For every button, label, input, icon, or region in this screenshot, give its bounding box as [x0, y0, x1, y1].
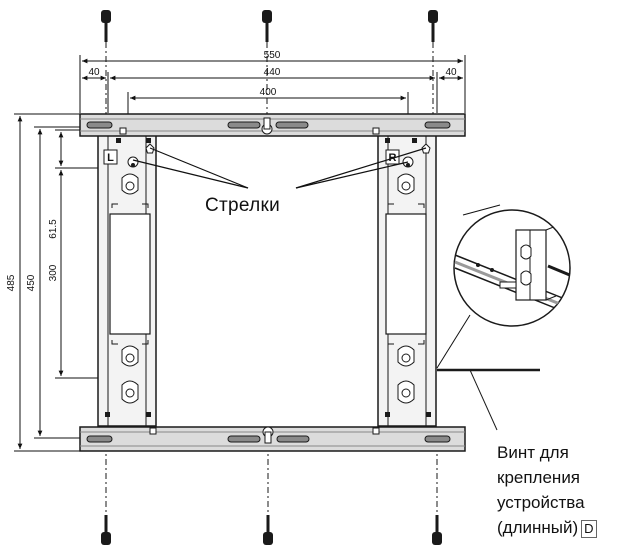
screw-bottom-left: [101, 445, 111, 545]
arrows-leader-lines: [132, 147, 427, 189]
screw-bottom-right: [432, 445, 442, 545]
screw-leader: [437, 368, 540, 431]
magnified-detail: [436, 204, 571, 369]
screw-label-line-1: Винт для: [497, 443, 569, 462]
screw-label: Винт для крепления устройства (длинный)D: [497, 440, 597, 540]
bottom-bracket: [79, 426, 466, 452]
screw-top-center: [262, 10, 272, 118]
left-rail: [97, 127, 157, 427]
dim-right-offset: 40: [445, 67, 457, 78]
screw-label-line-4: (длинный)D: [497, 515, 597, 540]
screw-top-left: [101, 10, 111, 118]
screw-bottom-center: [263, 445, 273, 545]
right-rail: [377, 127, 437, 427]
dim-total-width: 550: [264, 50, 281, 61]
left-marker: L: [103, 149, 118, 165]
dimension-lines-top: [79, 55, 466, 118]
screw-code-badge: D: [581, 519, 597, 538]
dim-hook-offset: 61.5: [48, 219, 59, 239]
dim-hook-spacing: 300: [48, 264, 59, 281]
screw-label-line-3: устройства: [497, 493, 585, 512]
screw-length-note: (длинный): [497, 518, 579, 537]
dim-left-offset: 40: [88, 67, 100, 78]
dim-hole-width: 440: [264, 67, 281, 78]
top-bracket: [79, 113, 466, 137]
screw-label-line-2: крепления: [497, 468, 581, 487]
dim-total-height: 485: [6, 274, 17, 291]
dim-frame-height: 450: [26, 274, 37, 291]
svg-text:L: L: [107, 152, 114, 164]
arrows-label: Стрелки: [205, 195, 281, 216]
dim-inner-width: 400: [260, 87, 277, 98]
